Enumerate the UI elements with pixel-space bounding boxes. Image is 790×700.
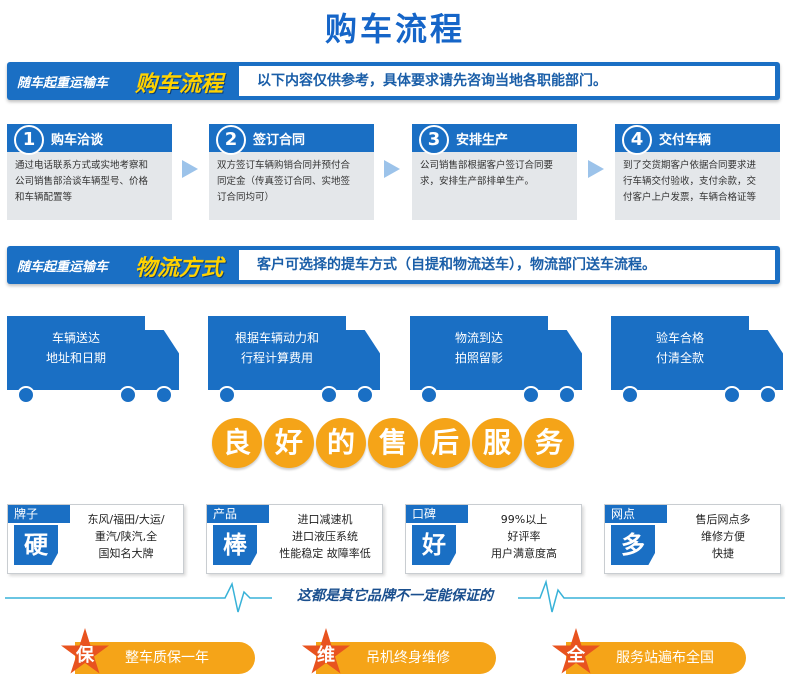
step-text: 通过电话联系方式或实地考察和: [15, 160, 149, 171]
feature-text: 重汽/陕汽,全: [94, 530, 158, 543]
service-char: 售: [368, 418, 418, 468]
step-text: 公司销售部根据客户签订合同要: [420, 160, 554, 171]
step-text: 同定金（传真签订合同、实地签: [217, 176, 351, 187]
truck-text: 行程计算费用: [240, 351, 313, 365]
truck-text: 物流到达: [454, 331, 503, 345]
step-number: 2: [216, 125, 246, 155]
feature-text: 好评率: [507, 530, 541, 543]
feature-big: 好: [412, 525, 456, 565]
step-text: 和车辆配置等: [15, 192, 73, 203]
step-number: 4: [622, 125, 652, 155]
banner-note: 以下内容仅供参考，具体要求请先咨询当地各职能部门。: [239, 66, 775, 96]
logistics-banner: 随车起重运输车 物流方式 客户可选择的提车方式（自提和物流送车），物流部门送车流…: [7, 246, 780, 284]
banner-note: 客户可选择的提车方式（自提和物流送车），物流部门送车流程。: [239, 250, 775, 280]
feature-big: 硬: [14, 525, 58, 565]
banner-heading: 物流方式: [135, 256, 224, 281]
feature-card: 口碑 好 99%以上好评率用户满意度高: [405, 504, 582, 574]
feature-tag: 网点: [605, 505, 667, 523]
heartbeat-line-icon: [5, 579, 785, 613]
feature-card: 产品 棒 进口减速机进口液压系统性能稳定 故障率低: [206, 504, 383, 574]
step-text: 求，安排生产部排单生产。: [420, 176, 535, 187]
truck-text: 拍照留影: [454, 351, 503, 365]
feature-text: 东风/福田/大运/: [87, 513, 165, 526]
service-char: 务: [524, 418, 574, 468]
arrow-right-icon: [182, 160, 198, 178]
service-char: 后: [420, 418, 470, 468]
truck-text: 车辆送达: [51, 331, 100, 345]
truck-text: 地址和日期: [45, 351, 106, 365]
truck-text: 验车合格: [655, 331, 704, 345]
purchase-banner: 随车起重运输车 购车流程 以下内容仅供参考，具体要求请先咨询当地各职能部门。: [7, 62, 780, 100]
banner-lead: 随车起重运输车: [17, 76, 109, 91]
feature-text: 快捷: [712, 547, 734, 560]
truck-text: 根据车辆动力和: [234, 331, 319, 345]
feature-card: 牌子 硬 东风/福田/大运/重汽/陕汽,全国知名大牌: [7, 504, 184, 574]
step-text: 到了交货期客户依据合同要求进: [623, 160, 757, 171]
feature-text: 维修方便: [701, 530, 745, 543]
step-label: 签订合同: [253, 133, 306, 148]
feature-text: 国知名大牌: [98, 547, 154, 560]
feature-card: 网点 多 售后网点多维修方便快捷: [604, 504, 781, 574]
feature-text: 用户满意度高: [491, 547, 557, 560]
page-title: 购车流程: [324, 10, 465, 48]
truck-text: 付清全款: [655, 351, 704, 365]
step-number: 1: [14, 125, 44, 155]
arrow-right-icon: [384, 160, 400, 178]
step-text: 付客户上户发票，车辆合格证等: [623, 192, 757, 203]
feature-text: 性能稳定 故障率低: [279, 547, 371, 560]
banner-lead: 随车起重运输车: [17, 260, 109, 275]
feature-tag: 产品: [207, 505, 269, 523]
service-char: 好: [264, 418, 314, 468]
step-label: 安排生产: [456, 133, 509, 148]
step-card-4: 4 交付车辆 到了交货期客户依据合同要求进行车辆交付验收，支付余款，交付客户上户发…: [615, 124, 780, 220]
step-card-1: 1 购车洽谈 通过电话联系方式或实地考察和公司销售部洽谈车辆型号、价格和车辆配置等: [7, 124, 172, 220]
feature-big: 多: [611, 525, 655, 565]
banner-heading: 购车流程: [135, 72, 224, 97]
feature-text: 99%以上: [500, 513, 548, 526]
feature-big: 棒: [213, 525, 257, 565]
step-label: 购车洽谈: [51, 133, 104, 148]
step-label: 交付车辆: [659, 133, 712, 148]
service-char: 的: [316, 418, 366, 468]
feature-text: 进口减速机: [297, 513, 353, 526]
guarantee-text: 这都是其它品牌不一定能保证的: [297, 588, 493, 604]
step-card-3: 3 安排生产 公司销售部根据客户签订合同要求，安排生产部排单生产。: [412, 124, 577, 220]
step-card-2: 2 签订合同 双方签订车辆购销合同并预付合同定金（传真签订合同、实地签订合同均可）: [209, 124, 374, 220]
step-number: 3: [419, 125, 449, 155]
feature-text: 进口液压系统: [292, 530, 358, 543]
feature-tag: 口碑: [406, 505, 468, 523]
service-char: 服: [472, 418, 522, 468]
step-text: 行车辆交付验收，支付余款，交: [623, 176, 757, 187]
feature-text: 售后网点多: [695, 513, 751, 526]
step-text: 公司销售部洽谈车辆型号、价格: [15, 176, 149, 187]
step-text: 双方签订车辆购销合同并预付合: [217, 160, 351, 171]
arrow-right-icon: [588, 160, 604, 178]
feature-tag: 牌子: [8, 505, 70, 523]
step-text: 订合同均可）: [217, 192, 275, 203]
service-char: 良: [212, 418, 262, 468]
